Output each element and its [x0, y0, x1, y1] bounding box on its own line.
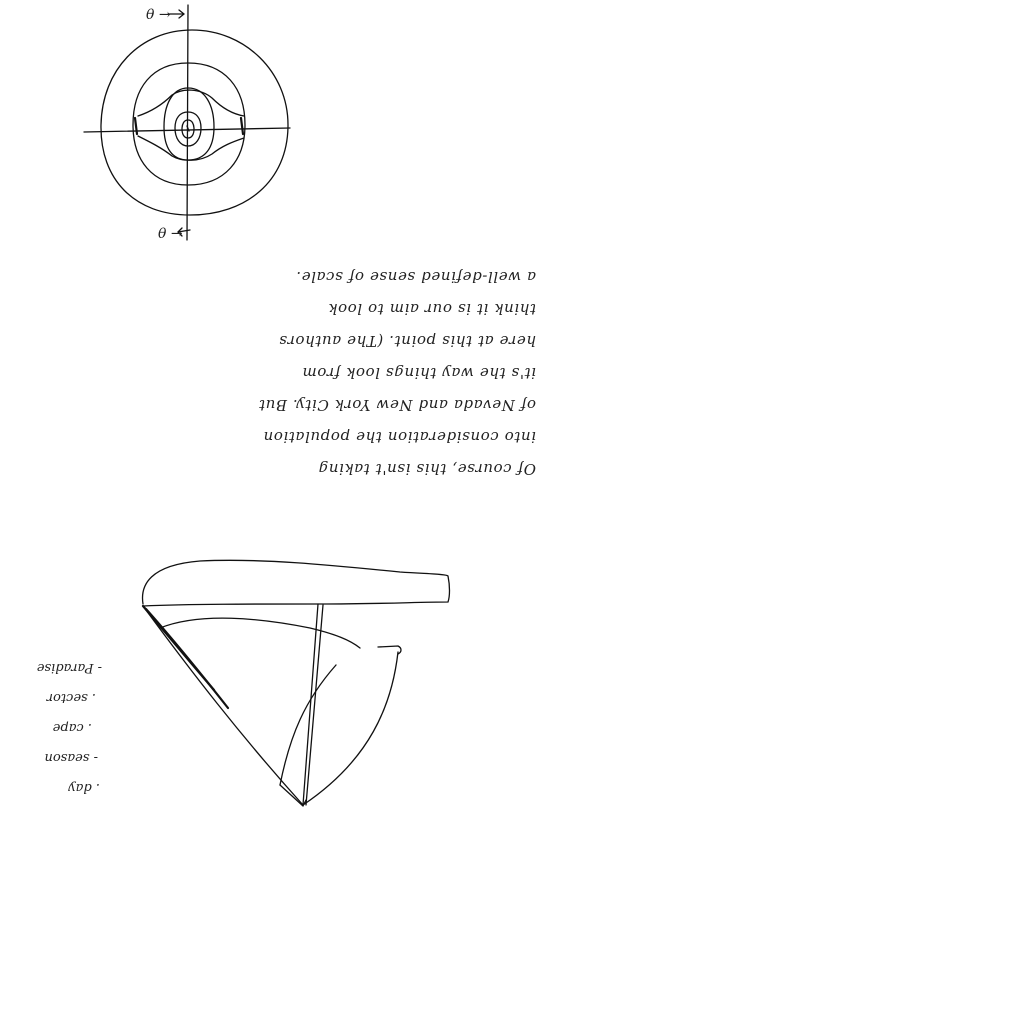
paragraph-line: of Nevada and New York City. But	[258, 396, 536, 414]
side-list-item: . day	[68, 780, 100, 795]
side-list-item: . cape	[52, 720, 92, 735]
concentric-circles-sketch-icon: θ → θ →	[84, 5, 290, 242]
paragraph-line: into consideration the population	[263, 428, 536, 446]
cone-shape-sketch-icon	[143, 560, 450, 806]
paragraph-line: it's the way things look from	[302, 364, 536, 382]
bottom-axis-label: θ →	[158, 226, 183, 242]
upside-down-side-list: . day - season . cape . sector - Paradis…	[36, 660, 102, 795]
side-list-item: . sector	[46, 690, 96, 705]
side-list-item: - season	[44, 750, 98, 765]
paragraph-line: here at this point. (The authors	[279, 332, 536, 350]
paragraph-line: Of course, this isn't taking	[318, 460, 536, 478]
top-axis-label: θ →	[146, 7, 171, 23]
paragraph-line: a well-defined sense of scale.	[296, 268, 536, 286]
side-list-item: - Paradise	[36, 660, 102, 675]
paragraph-line: think it is our aim to look	[328, 300, 536, 318]
upside-down-paragraph: Of course, this isn't taking into consid…	[258, 268, 536, 478]
